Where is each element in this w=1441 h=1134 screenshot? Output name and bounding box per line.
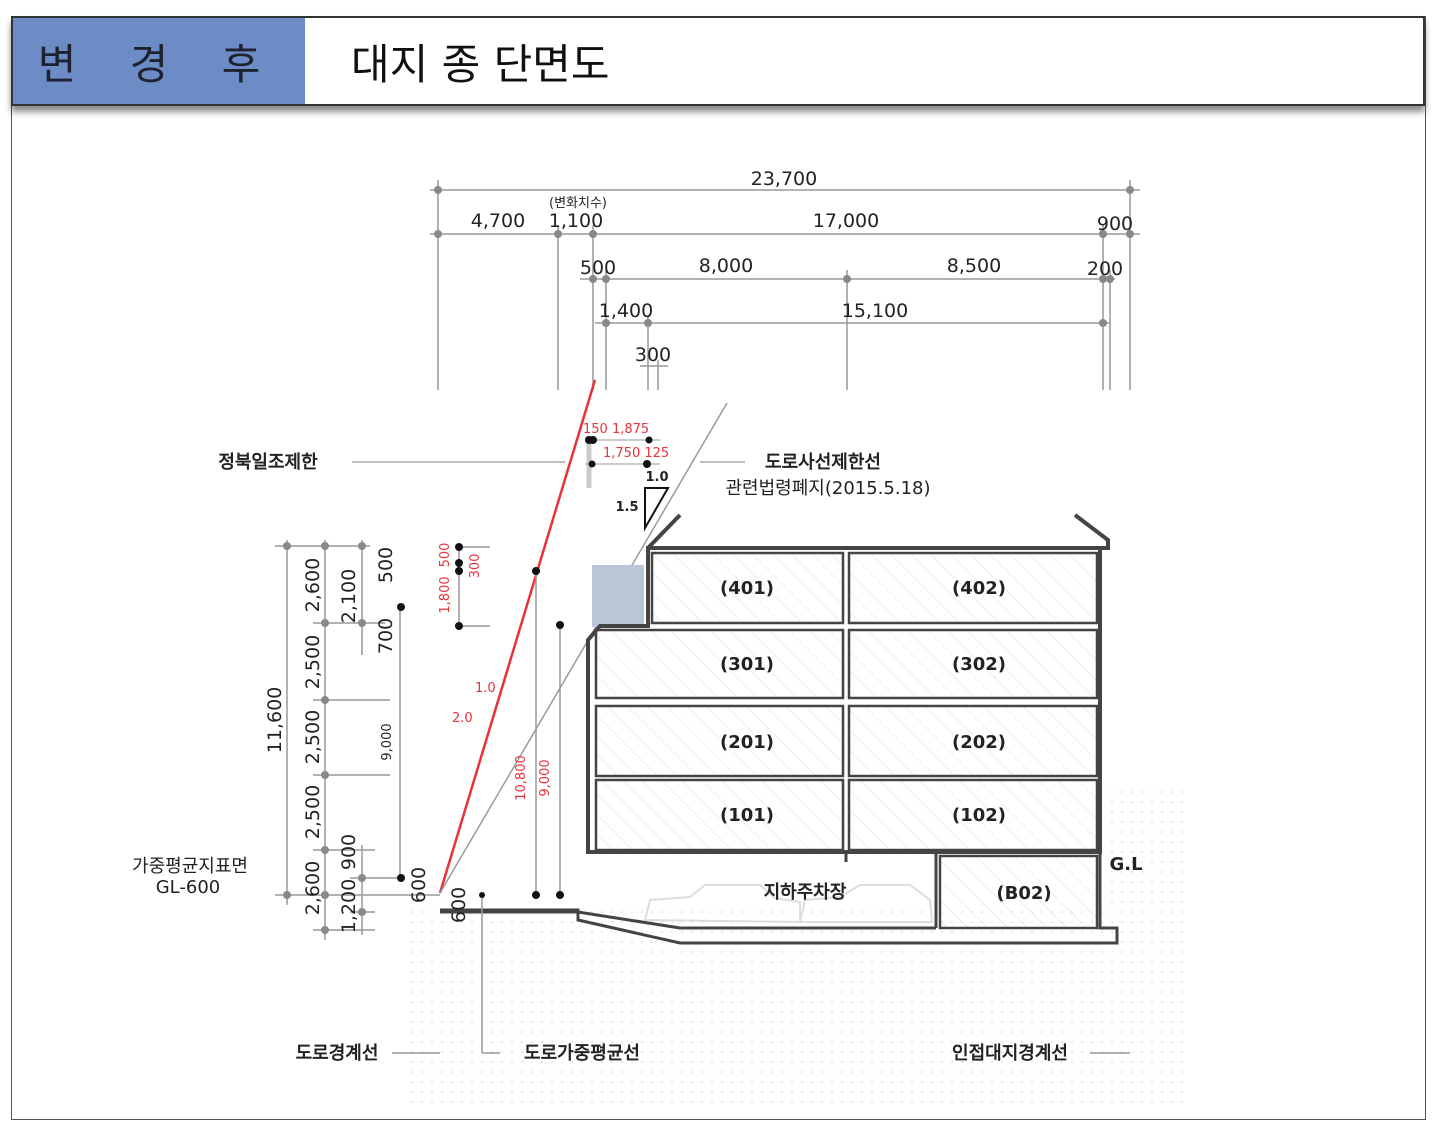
room-101: (101) xyxy=(720,805,774,826)
status-tag: 변 경 후 xyxy=(13,18,305,104)
slope-triangle-icon xyxy=(644,487,670,532)
dim-r2-0: 500 xyxy=(580,257,616,279)
dim-r1-1: 1,100 xyxy=(549,210,603,232)
dim-total-height: 11,600 xyxy=(264,687,286,753)
ground-fill xyxy=(405,905,1190,1105)
label-road-boundary: 도로경계선 xyxy=(296,1043,379,1064)
room-401: (401) xyxy=(720,578,774,599)
label-repealed: 관련법령폐지(2015.5.18) xyxy=(725,478,930,499)
room-302: (302) xyxy=(952,654,1006,675)
dim-upper-2: 700 xyxy=(375,618,397,654)
dim-r3-1: 15,100 xyxy=(842,300,908,322)
label-weighted-ground: 가중평균지표면 xyxy=(132,856,248,877)
red-slope-a: 1.0 xyxy=(475,681,496,696)
red-dim-top1: 150 1,875 xyxy=(583,422,649,437)
label-parking: 지하주차장 xyxy=(764,882,847,903)
dim-note: (변화치수) xyxy=(549,196,607,211)
dim-inner: 9,000 xyxy=(380,723,395,760)
dim-lower-0: 900 xyxy=(338,834,360,870)
top-dimension-lines xyxy=(430,180,1140,390)
room-102: (102) xyxy=(952,805,1006,826)
dim-upper-0: 2,100 xyxy=(338,569,360,623)
dim-r1-0: 4,700 xyxy=(471,210,525,232)
dim-floor-4: 2,600 xyxy=(302,861,324,915)
room-402: (402) xyxy=(952,578,1006,599)
red-dim-h2: 9,000 xyxy=(538,759,553,796)
road-slant-line xyxy=(439,402,728,894)
red-slope-b: 2.0 xyxy=(452,711,473,726)
label-slope-top: 1.0 xyxy=(645,470,668,485)
dim-floor-3: 2,500 xyxy=(302,785,324,839)
dim-r1-3: 900 xyxy=(1097,213,1133,235)
dim-upper-1: 500 xyxy=(375,547,397,583)
dim-floor-1: 2,500 xyxy=(302,635,324,689)
dim-r3-0: 1,400 xyxy=(599,300,653,322)
label-adjacent-boundary: 인접대지경계선 xyxy=(952,1043,1068,1064)
building xyxy=(440,513,1119,945)
dim-gl-0: 600 xyxy=(408,867,430,903)
label-gl: G.L xyxy=(1109,854,1142,875)
label-north-sun: 정북일조제한 xyxy=(218,452,318,473)
car-icon xyxy=(643,884,934,924)
ground-fill-right xyxy=(1105,790,1190,910)
red-dim-v3: 300 xyxy=(468,554,483,579)
dim-total-width: 23,700 xyxy=(751,168,817,190)
label-road-weighted: 도로가중평균선 xyxy=(524,1043,640,1064)
dimension-ticks xyxy=(434,186,1134,327)
room-202: (202) xyxy=(952,732,1006,753)
page-title: 대지 종 단면도 xyxy=(351,39,610,89)
dim-gl-1: 600 xyxy=(448,887,470,923)
dim-r2-3: 200 xyxy=(1087,258,1123,280)
dim-lower-1: 1,200 xyxy=(338,879,360,933)
room-301: (301) xyxy=(720,654,774,675)
room-201: (201) xyxy=(720,732,774,753)
dim-r1-2: 17,000 xyxy=(813,210,879,232)
dim-r4-0: 300 xyxy=(635,344,671,366)
dim-r2-2: 8,500 xyxy=(947,255,1001,277)
sky-block xyxy=(592,565,644,627)
red-dim-v2: 500 xyxy=(438,543,453,568)
label-gl-600: GL-600 xyxy=(156,877,221,898)
red-dim-h1: 10,800 xyxy=(514,755,529,801)
header: 변 경 후 대지 종 단면도 xyxy=(11,16,1425,106)
dim-floor-0: 2,600 xyxy=(302,558,324,612)
label-road-slant: 도로사선제한선 xyxy=(765,452,881,473)
room-b02: (B02) xyxy=(996,883,1051,904)
left-dimension-lines xyxy=(275,540,1130,1054)
dim-floor-2: 2,500 xyxy=(302,710,324,764)
north-sun-limit-line xyxy=(438,379,597,894)
red-dim-v1: 1,800 xyxy=(438,576,453,613)
red-dim-top2: 1,750 125 xyxy=(603,446,669,461)
label-slope-side: 1.5 xyxy=(615,500,638,515)
dim-r2-1: 8,000 xyxy=(699,255,753,277)
